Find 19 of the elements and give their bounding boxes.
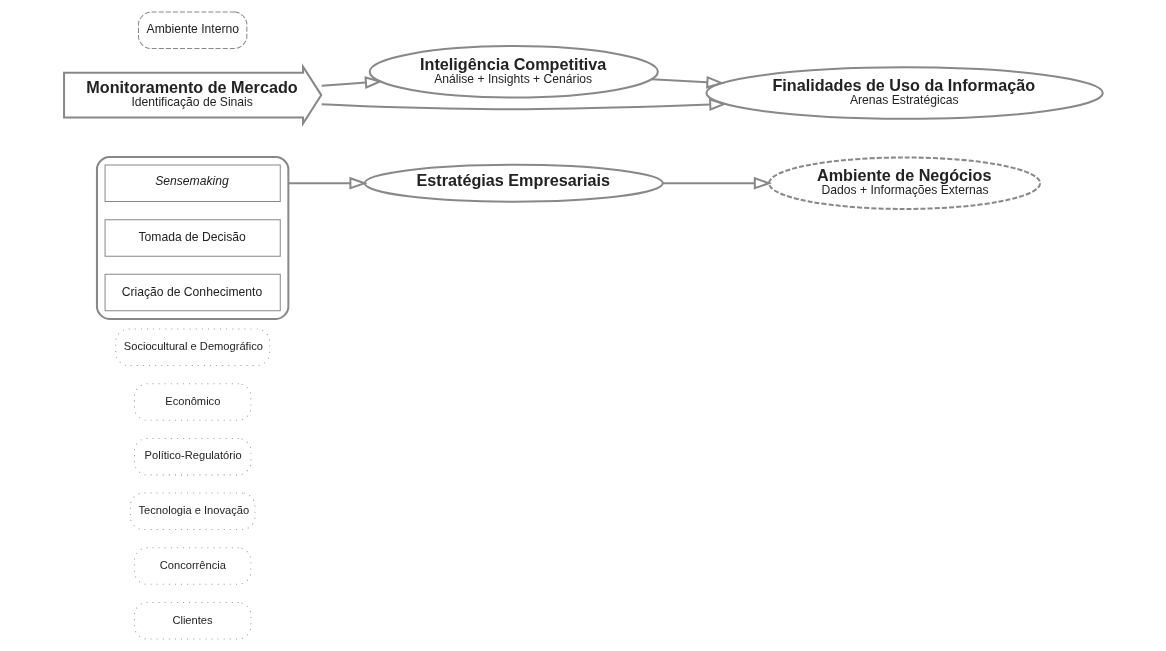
node-box: Sensemaking (104, 164, 281, 202)
node-box: Criação de Conhecimento (104, 273, 281, 312)
cluster (95, 155, 289, 320)
arrow (287, 176, 368, 190)
node-box: Ambiente Interno (137, 11, 247, 50)
arrow (662, 176, 772, 190)
node-ellipse: Ambiente de Negócios Dados + Informações Externas (767, 156, 1041, 210)
arrow (321, 76, 383, 89)
node-box: Concorrência (133, 547, 251, 585)
arrow (321, 98, 727, 112)
node-box: Tecnologia e Inovação (129, 492, 255, 531)
node-box: Tomada de Decisão (104, 219, 281, 257)
node-box: Sociocultural e Demográfico (114, 328, 270, 366)
node-box: Político-Regulatório (133, 437, 251, 476)
node-box: Econômico (133, 383, 251, 421)
arrow (651, 75, 725, 89)
node-ellipse: Estratégias Empresariais (363, 163, 664, 203)
node-ellipse: Inteligência Competitiva Análise + Insights + Cenários (368, 45, 659, 99)
node-box: Clientes (133, 601, 251, 640)
